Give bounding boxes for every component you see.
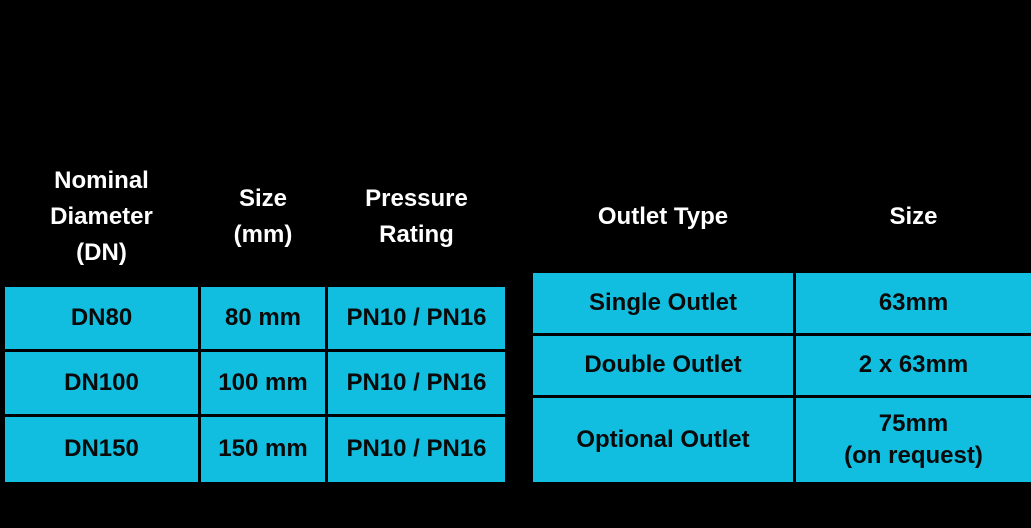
pipe-header-nominal-diameter: Nominal Diameter (DN) [50, 167, 153, 266]
outlet-table-header-row: Outlet Type Size [533, 158, 1031, 276]
pipe-header-size: Size (mm) [233, 185, 293, 248]
pipe-cell-size: 150 mm [201, 417, 325, 482]
pipe-table-body: DN80 80 mm PN10 / PN16 DN100 100 mm PN10… [5, 287, 505, 482]
pipe-cell-size: 100 mm [201, 352, 325, 414]
pipe-cell-dn: DN150 [5, 417, 198, 482]
outlet-cell-size: 63mm [796, 273, 1031, 333]
pipe-cell-dn: DN100 [5, 352, 198, 414]
pipe-cell-size: 80 mm [201, 287, 325, 349]
outlet-cell-size: 75mm (on request) [796, 398, 1031, 482]
outlet-header-size: Size [889, 203, 938, 230]
pipe-cell-pressure: PN10 / PN16 [328, 417, 505, 482]
outlet-cell-type: Optional Outlet [533, 398, 793, 482]
outlet-cell-size: 2 x 63mm [796, 336, 1031, 395]
outlet-table-body: Single Outlet 63mm Double Outlet 2 x 63m… [533, 273, 1031, 482]
pipe-cell-dn: DN80 [5, 287, 198, 349]
pipe-cell-pressure: PN10 / PN16 [328, 352, 505, 414]
pipe-cell-pressure: PN10 / PN16 [328, 287, 505, 349]
outlet-cell-type: Double Outlet [533, 336, 793, 395]
pipe-header-pressure-rating: Pressure Rating [365, 185, 468, 248]
outlet-header-type: Outlet Type [597, 203, 729, 230]
outlet-cell-type: Single Outlet [533, 273, 793, 333]
pipe-table-header-row: Nominal Diameter (DN) Size (mm) Pressure… [5, 158, 505, 276]
